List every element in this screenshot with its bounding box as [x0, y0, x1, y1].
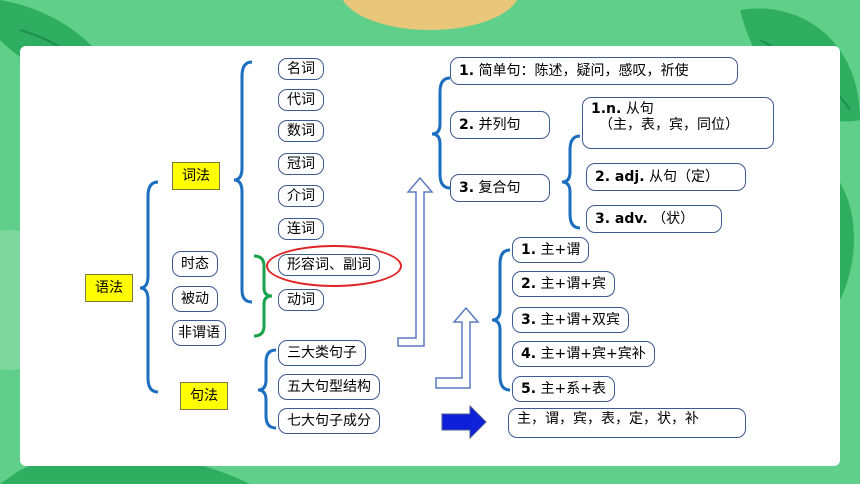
word-class-verb: 动词: [278, 289, 324, 312]
pattern-4-num: 4.: [521, 346, 537, 362]
pattern-5-text: 主+系+表: [540, 381, 606, 397]
root-grammar: 语法: [85, 274, 133, 303]
word-class-conjunction: 连词: [278, 218, 324, 241]
arrow-up-sentences: [397, 176, 434, 347]
topic-sentence-components: 七大句子成分: [278, 408, 380, 435]
type-compound-num: 2.: [459, 117, 475, 133]
pattern-4-text: 主+谓+宾+宾补: [540, 346, 646, 362]
pattern-1: 1. 主+谓: [512, 237, 590, 264]
branch-passive: 被动: [172, 286, 218, 313]
pattern-4: 4. 主+谓+宾+宾补: [512, 341, 655, 368]
branch-morphology: 词法: [172, 162, 220, 191]
type-complex: 3. 复合句: [450, 174, 550, 203]
brace-jufa: [257, 348, 277, 430]
type-complex-num: 3.: [459, 180, 475, 196]
brace-sentence-types: [431, 76, 451, 190]
clause-adj: 2. adj. 从句（定）: [586, 163, 746, 192]
clause-adv: 3. adv. （状）: [586, 205, 722, 234]
brace-clauses: [561, 134, 581, 230]
components-list: 主，谓，宾，表，定，状，补: [508, 408, 746, 438]
pattern-5-num: 5.: [521, 381, 537, 397]
word-class-noun: 名词: [278, 58, 324, 81]
word-class-pronoun: 代词: [278, 89, 324, 112]
type-compound-text: 并列句: [478, 117, 521, 133]
pattern-2-num: 2.: [521, 276, 537, 292]
pattern-3-num: 3.: [521, 312, 537, 328]
word-class-article: 冠词: [278, 153, 324, 176]
bg-sun: [342, 0, 518, 30]
brace-green: [253, 254, 273, 338]
clause-adj-text: 从句（定）: [648, 169, 719, 185]
clause-adv-text: （状）: [652, 211, 695, 227]
clause-noun-num: 1.n.: [591, 101, 622, 117]
pattern-2: 2. 主+谓+宾: [512, 271, 615, 298]
arrow-right-components: [441, 404, 487, 440]
word-class-numeral: 数词: [278, 120, 324, 143]
clause-noun-line2: （主，表，宾，同位）: [599, 117, 739, 134]
pattern-1-text: 主+谓: [540, 242, 581, 258]
brace-cifa: [233, 60, 253, 304]
topic-sentence-patterns: 五大句型结构: [278, 374, 380, 401]
type-simple-num: 1.: [459, 63, 475, 79]
type-simple-text: 简单句：陈述，疑问，感叹，祈使: [478, 63, 689, 79]
pattern-3: 3. 主+谓+双宾: [512, 307, 629, 334]
clause-adj-num: 2. adj.: [595, 169, 645, 185]
topic-sentence-types: 三大类句子: [278, 340, 366, 367]
brace-patterns: [491, 248, 511, 392]
brace-root: [139, 180, 159, 394]
type-compound: 2. 并列句: [450, 111, 550, 140]
clause-noun: 1.n. 从句 （主，表，宾，同位）: [582, 97, 774, 149]
pattern-5: 5. 主+系+表: [512, 376, 615, 403]
type-complex-text: 复合句: [478, 180, 521, 196]
clause-adv-num: 3. adv.: [595, 211, 648, 227]
pattern-1-num: 1.: [521, 242, 537, 258]
word-class-preposition: 介词: [278, 185, 324, 208]
branch-tense: 时态: [172, 251, 218, 278]
highlight-ring: [266, 245, 402, 287]
pattern-3-text: 主+谓+双宾: [540, 312, 620, 328]
pattern-2-text: 主+谓+宾: [540, 276, 606, 292]
branch-nonfinite: 非谓语: [172, 320, 226, 347]
arrow-up-patterns: [435, 306, 480, 389]
type-simple: 1. 简单句：陈述，疑问，感叹，祈使: [450, 57, 738, 86]
branch-syntax: 句法: [180, 382, 228, 411]
clause-noun-line1: 从句: [625, 101, 654, 117]
